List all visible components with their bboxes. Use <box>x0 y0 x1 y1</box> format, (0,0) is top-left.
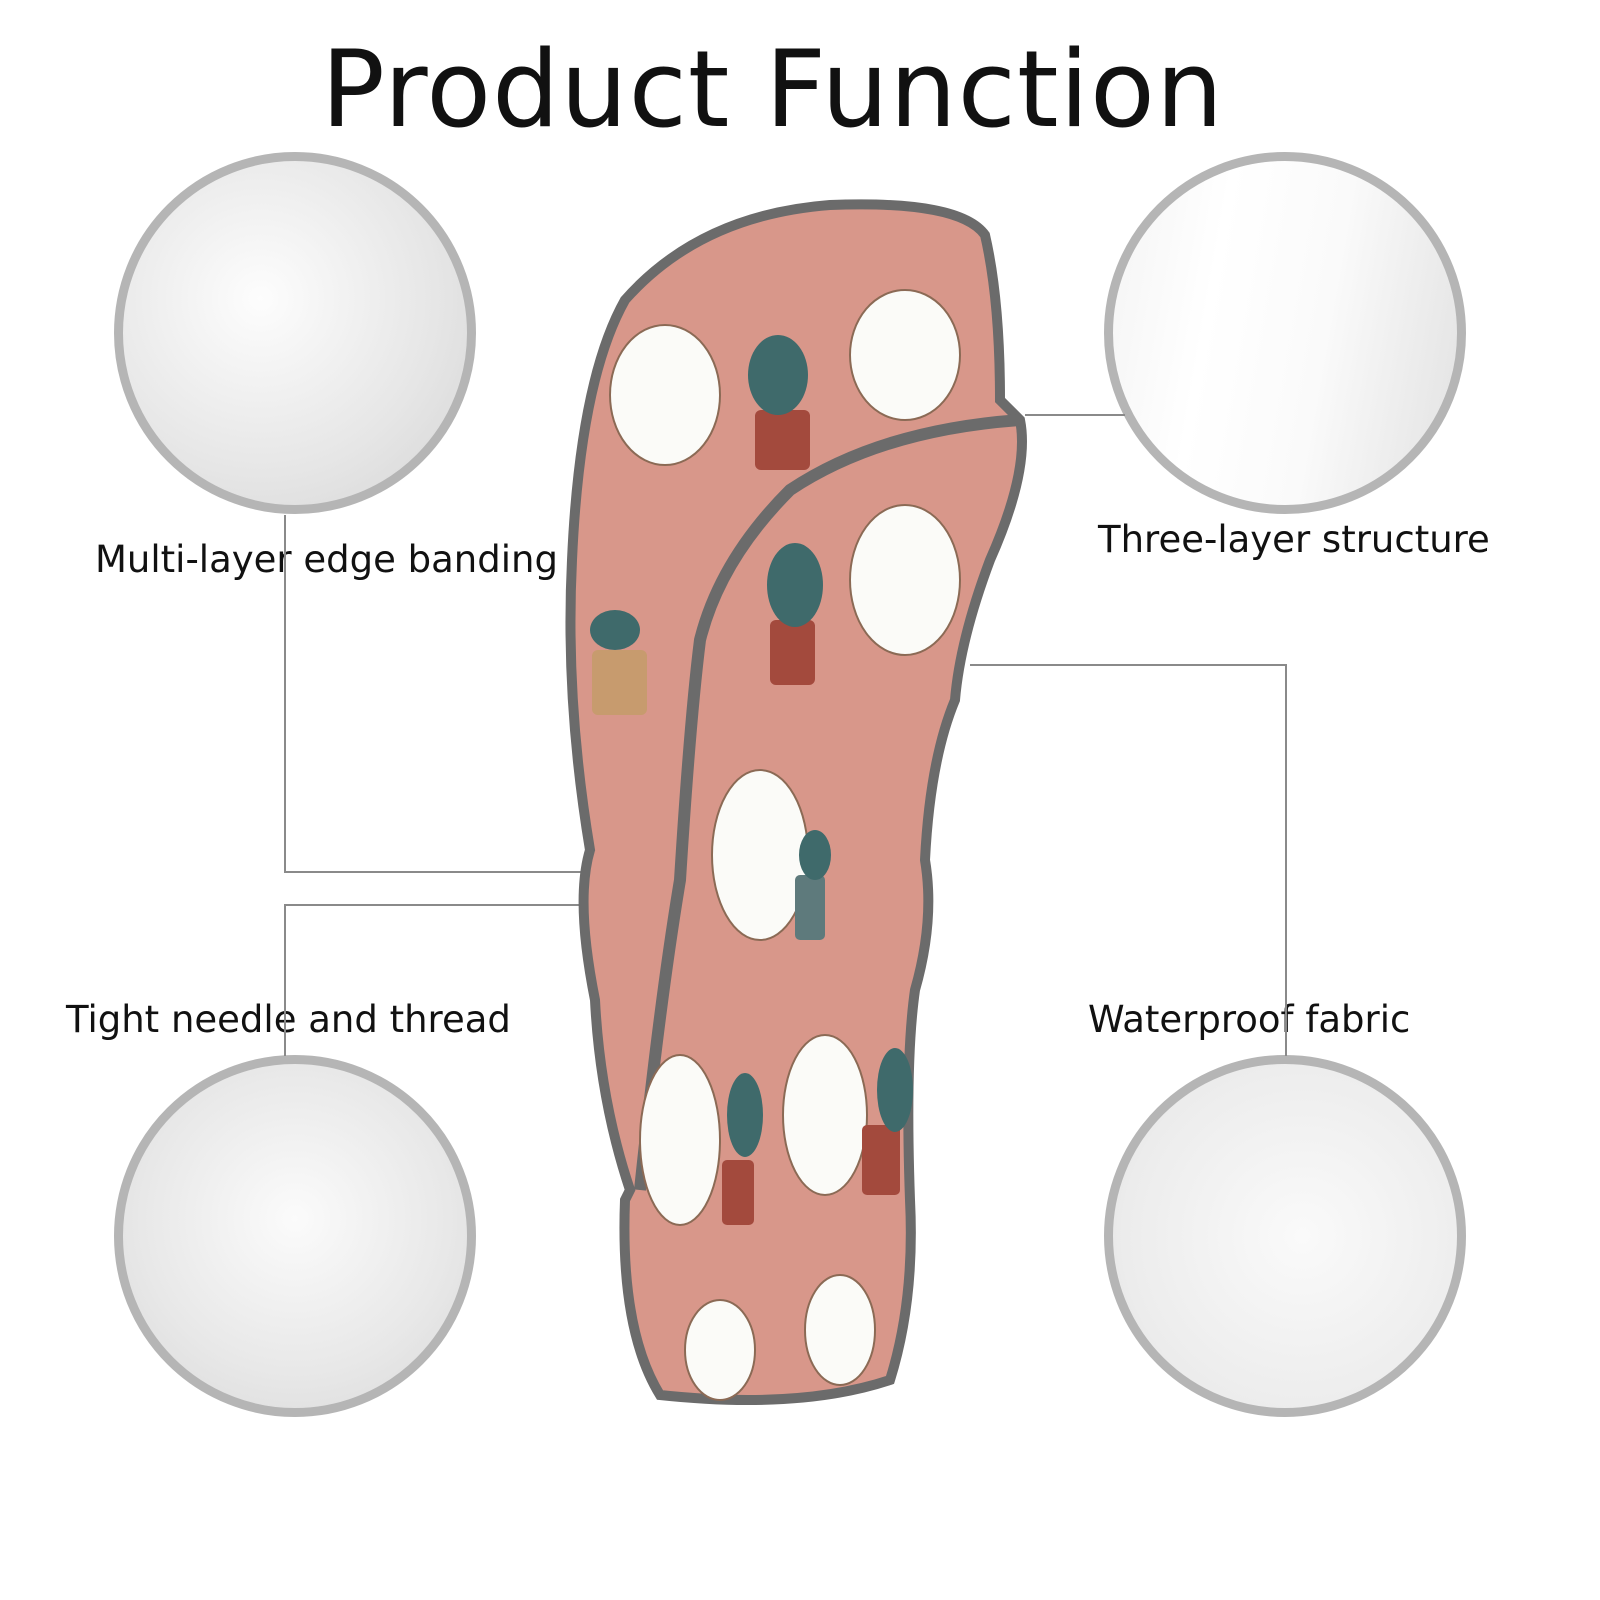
label-waterproof: Waterproof fabric <box>1088 998 1411 1041</box>
label-edge-banding: Multi-layer edge banding <box>95 538 558 581</box>
callout-line <box>284 871 590 873</box>
callout-line <box>1025 414 1125 416</box>
detail-circle-waterproof <box>1104 1055 1466 1417</box>
callout-line <box>284 904 594 906</box>
detail-circle-three-layer <box>1104 152 1466 514</box>
label-three-layer: Three-layer structure <box>1098 518 1490 561</box>
callout-line <box>1285 664 1287 1056</box>
detail-circle-edge-banding <box>114 152 476 514</box>
page-title: Product Function <box>320 28 1225 151</box>
detail-circle-needle-thread <box>114 1055 476 1417</box>
plant-pots <box>592 410 900 1225</box>
label-needle-thread: Tight needle and thread <box>66 998 511 1041</box>
headcover-inner-edge <box>634 414 1021 1191</box>
callout-line <box>284 904 286 1056</box>
callout-line <box>284 515 286 873</box>
callout-line <box>970 664 1286 666</box>
plant-leaves <box>590 335 913 1157</box>
cat-pattern <box>609 289 961 1401</box>
